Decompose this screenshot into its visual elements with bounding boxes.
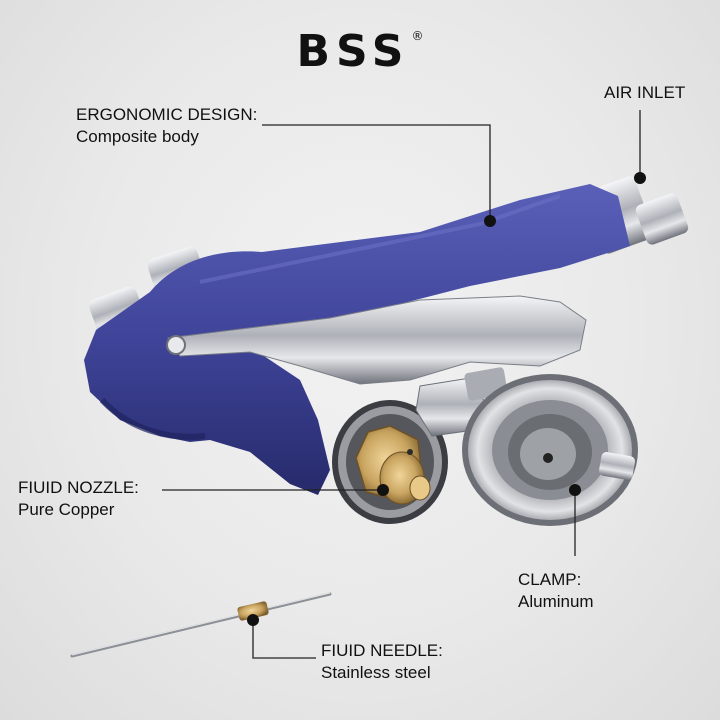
callout-ergonomic-title: ERGONOMIC DESIGN: <box>76 105 258 124</box>
air-inlet-marker-dot <box>634 172 646 184</box>
clamp-air-cap <box>462 374 638 526</box>
callout-nozzle: FIUID NOZZLE: Pure Copper <box>18 477 139 521</box>
callout-clamp-title: CLAMP: <box>518 570 582 589</box>
callout-air-inlet: AIR INLET <box>604 82 685 104</box>
registered-mark: ® <box>411 29 424 43</box>
callout-clamp-desc: Aluminum <box>518 592 594 611</box>
callout-nozzle-desc: Pure Copper <box>18 500 115 519</box>
nozzle-marker-dot <box>377 484 389 496</box>
callout-needle: FIUID NEEDLE: Stainless steel <box>321 640 443 684</box>
callout-clamp: CLAMP: Aluminum <box>518 569 594 613</box>
needle-marker-dot <box>247 614 259 626</box>
brand-logo: BSS® <box>0 26 720 77</box>
gun-body <box>84 184 630 495</box>
callout-ergonomic: ERGONOMIC DESIGN: Composite body <box>76 104 257 148</box>
fluid-needle <box>70 592 332 658</box>
clamp-marker-dot <box>569 484 581 496</box>
trigger <box>167 295 587 385</box>
callout-nozzle-title: FIUID NOZZLE: <box>18 478 139 497</box>
callout-needle-desc: Stainless steel <box>321 663 431 682</box>
callout-air-inlet-title: AIR INLET <box>604 83 686 102</box>
brand-name: BSS <box>296 26 410 77</box>
callout-ergonomic-desc: Composite body <box>76 127 199 146</box>
ergonomic-marker-dot <box>484 215 496 227</box>
callout-needle-title: FIUID NEEDLE: <box>321 641 443 660</box>
